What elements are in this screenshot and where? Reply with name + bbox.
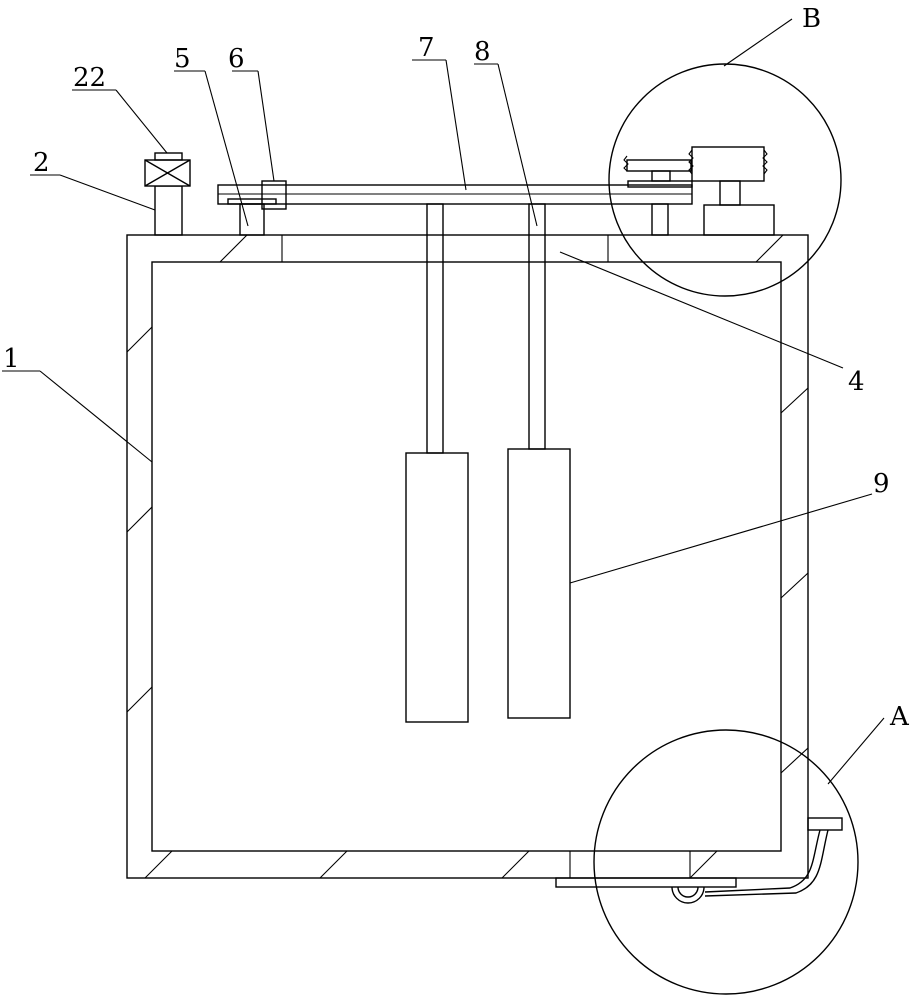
paddle-right [507, 448, 571, 719]
reference-labels: 1 2 22 5 6 7 8 4 9 A B [3, 4, 910, 732]
label-b: B [802, 4, 821, 34]
label-5: 5 [174, 44, 191, 74]
label-7: 7 [418, 33, 435, 63]
motor-assembly [623, 146, 775, 236]
detail-circle-a [593, 729, 859, 995]
drive-shaft [227, 180, 287, 236]
label-22: 22 [73, 63, 106, 93]
label-9: 9 [873, 469, 890, 499]
belt-bar [217, 184, 693, 205]
label-1: 1 [3, 344, 20, 374]
detail-circle-b [608, 63, 842, 297]
leader-lines [2, 18, 885, 785]
label-4: 4 [848, 367, 865, 397]
stirring-shafts [426, 203, 546, 454]
outlet-assembly [555, 817, 843, 904]
paddles [405, 448, 571, 723]
paddle-left [405, 452, 469, 723]
label-a: A [889, 702, 910, 732]
label-8: 8 [474, 37, 491, 67]
label-2: 2 [33, 148, 50, 178]
inlet-pipe [144, 152, 191, 236]
tank-body [126, 234, 809, 879]
label-6: 6 [228, 44, 245, 74]
